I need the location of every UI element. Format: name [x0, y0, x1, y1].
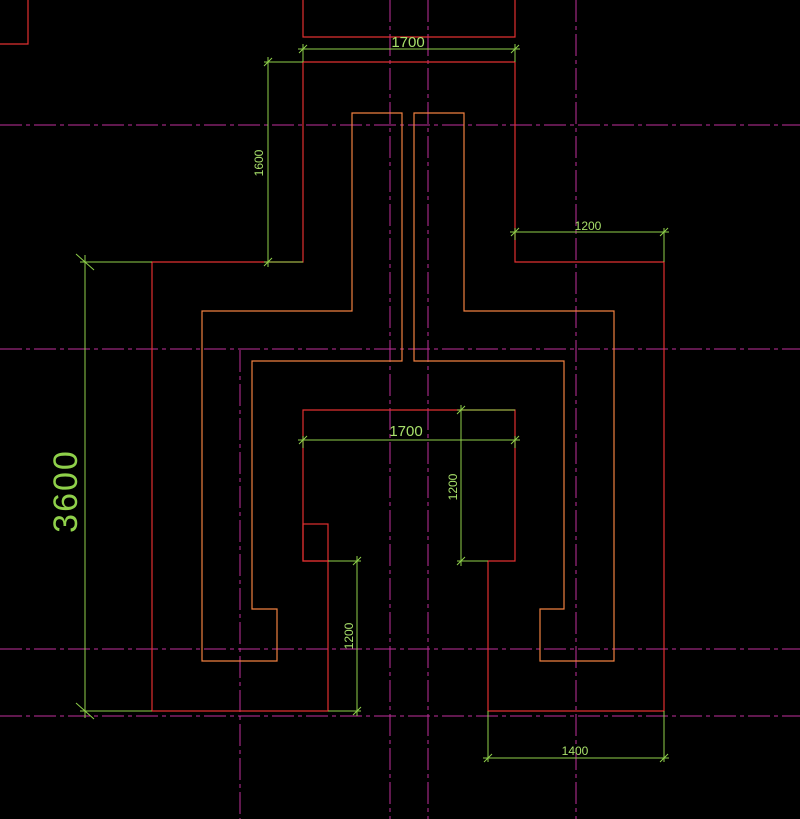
dim-tick: [352, 556, 362, 566]
dim-bottom-width-label: 1400: [562, 744, 589, 758]
dim-tick: [263, 57, 273, 67]
dim-tick: [75, 253, 95, 271]
dim-tick: [483, 753, 493, 763]
dim-tick: [456, 405, 466, 415]
foundation-outline: [0, 0, 665, 712]
dim-tick: [75, 702, 95, 720]
dim-top-height-label: 1600: [252, 149, 266, 176]
dim-tick: [659, 753, 669, 763]
dim-tick: [456, 556, 466, 566]
dim-inner-width-label: 1700: [389, 423, 422, 440]
outer-pedestal-right: [413, 112, 615, 662]
outer-pedestal: [201, 112, 403, 662]
dim-tick: [510, 435, 520, 445]
dim-tick: [298, 435, 308, 445]
outer-foundation: [151, 62, 665, 712]
top-box-fragment: [302, 0, 516, 38]
dim-left-step-label: 1200: [342, 622, 356, 649]
corner-fragment: [0, 0, 29, 45]
dim-tick: [659, 227, 669, 237]
dim-tick: [298, 44, 308, 54]
dim-tick: [510, 44, 520, 54]
dim-tick: [352, 706, 362, 716]
dimension-lines: [75, 44, 669, 763]
dim-right-offset-label: 1200: [575, 219, 602, 233]
dim-left-height-label: 3600: [47, 449, 85, 533]
small-marker: [302, 523, 329, 562]
dim-top-width-label: 1700: [391, 34, 424, 51]
dim-inner-height-label: 1200: [446, 473, 460, 500]
dim-tick: [263, 257, 273, 267]
pedestal-outlines: [201, 112, 615, 662]
dimension-labels: 1700 1600 1200 3600 1700 1200 1200 1400: [47, 34, 602, 758]
dim-tick: [510, 227, 520, 237]
